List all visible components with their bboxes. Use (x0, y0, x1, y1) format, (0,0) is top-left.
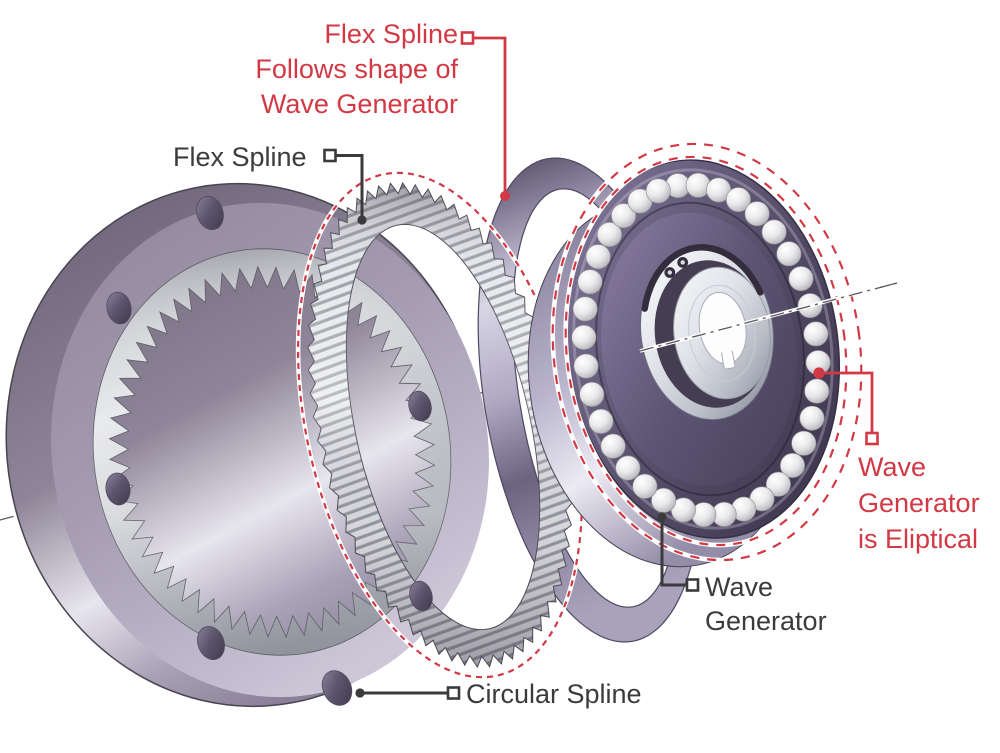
wave-generator-leader-line (660, 517, 687, 587)
bearing-ball (577, 269, 603, 295)
bearing-ball (579, 381, 605, 407)
bearing-ball (596, 222, 622, 248)
bearing-ball (765, 471, 791, 497)
snap-ring-eye-hole (680, 260, 685, 265)
label-wave-generator: Wave Generator (705, 570, 827, 638)
bearing-ball (744, 201, 770, 227)
label-line: Generator (858, 488, 980, 518)
elliptical-outline-inner (564, 155, 848, 547)
bearing-ball (573, 353, 599, 379)
bearing-ball (788, 266, 814, 292)
circular-spline-part (5, 182, 489, 708)
label-wave-generator-elliptical: Wave Generator is Eliptical (858, 449, 980, 557)
label-line: Wave (858, 452, 927, 482)
leader-lines (323, 31, 879, 700)
bearing-balls (571, 172, 831, 528)
flex-follows-square-marker (460, 31, 475, 45)
label-line: is Eliptical (858, 524, 979, 554)
bearing-ball (632, 473, 658, 499)
circular-spline-square-marker (446, 686, 461, 700)
bearing-ball (588, 408, 614, 434)
wave-generator-part (527, 141, 864, 568)
label-line: Generator (705, 606, 827, 636)
bearing-ball (779, 452, 805, 478)
bearing-ball (651, 487, 677, 513)
bearing-ball (776, 241, 802, 267)
teeth-shading (307, 182, 573, 668)
wave-generator-square-marker (685, 578, 700, 592)
bolt-hole (197, 626, 225, 660)
label-line: Flex Spline (173, 142, 307, 172)
label-line: Wave Generator (260, 89, 458, 119)
wave-generator-dot-marker (657, 512, 667, 522)
bolt-hole (106, 291, 132, 325)
flex-follows-leader-line (473, 36, 507, 193)
elliptical-leader-line (824, 371, 874, 433)
label-flex-spline-follows: Flex Spline Follows shape of Wave Genera… (255, 17, 458, 122)
bearing-ball (615, 455, 641, 481)
bearing-ball (611, 203, 637, 229)
snap-ring-eyes (664, 257, 689, 278)
elliptical-square-marker (865, 431, 879, 446)
label-line: Wave (705, 572, 774, 602)
cup-hole (408, 390, 432, 422)
bearing-ball (585, 244, 611, 270)
bearing-ball (803, 321, 829, 347)
elliptical-outline-outer (551, 142, 863, 562)
bearing-ball (572, 296, 598, 322)
axis-centerline-overlay (639, 282, 898, 353)
circular-spline-dot-marker (355, 688, 365, 698)
bolt-holes (105, 195, 353, 706)
label-line: Follows shape of (255, 54, 458, 84)
flex-spline-leader-line (336, 154, 364, 218)
bearing-ball (804, 378, 830, 404)
flex-spline-dot-marker (357, 215, 367, 225)
label-flex-spline: Flex Spline (173, 140, 307, 175)
bolt-hole (196, 195, 224, 231)
flex-spline-square-marker (323, 148, 337, 163)
label-circular-spline: Circular Spline (466, 677, 642, 712)
bearing-ball (791, 430, 817, 456)
bearing-ball (645, 178, 671, 204)
snap-ring-eye-hole (667, 270, 672, 275)
bearing-ball (571, 324, 597, 350)
bolt-hole (105, 472, 131, 506)
label-line: Flex Spline (324, 19, 458, 49)
bearing-ball (799, 405, 825, 431)
bearing-ball (761, 219, 787, 245)
bearing-ball (600, 433, 626, 459)
snap-ring (641, 244, 764, 312)
cup-hole (409, 580, 433, 612)
bolt-hole (321, 670, 353, 706)
label-line: Circular Spline (466, 679, 642, 709)
elliptical-dot-marker (813, 367, 825, 379)
flex-follows-dot-marker (500, 191, 510, 201)
bearing-ball (725, 187, 751, 213)
